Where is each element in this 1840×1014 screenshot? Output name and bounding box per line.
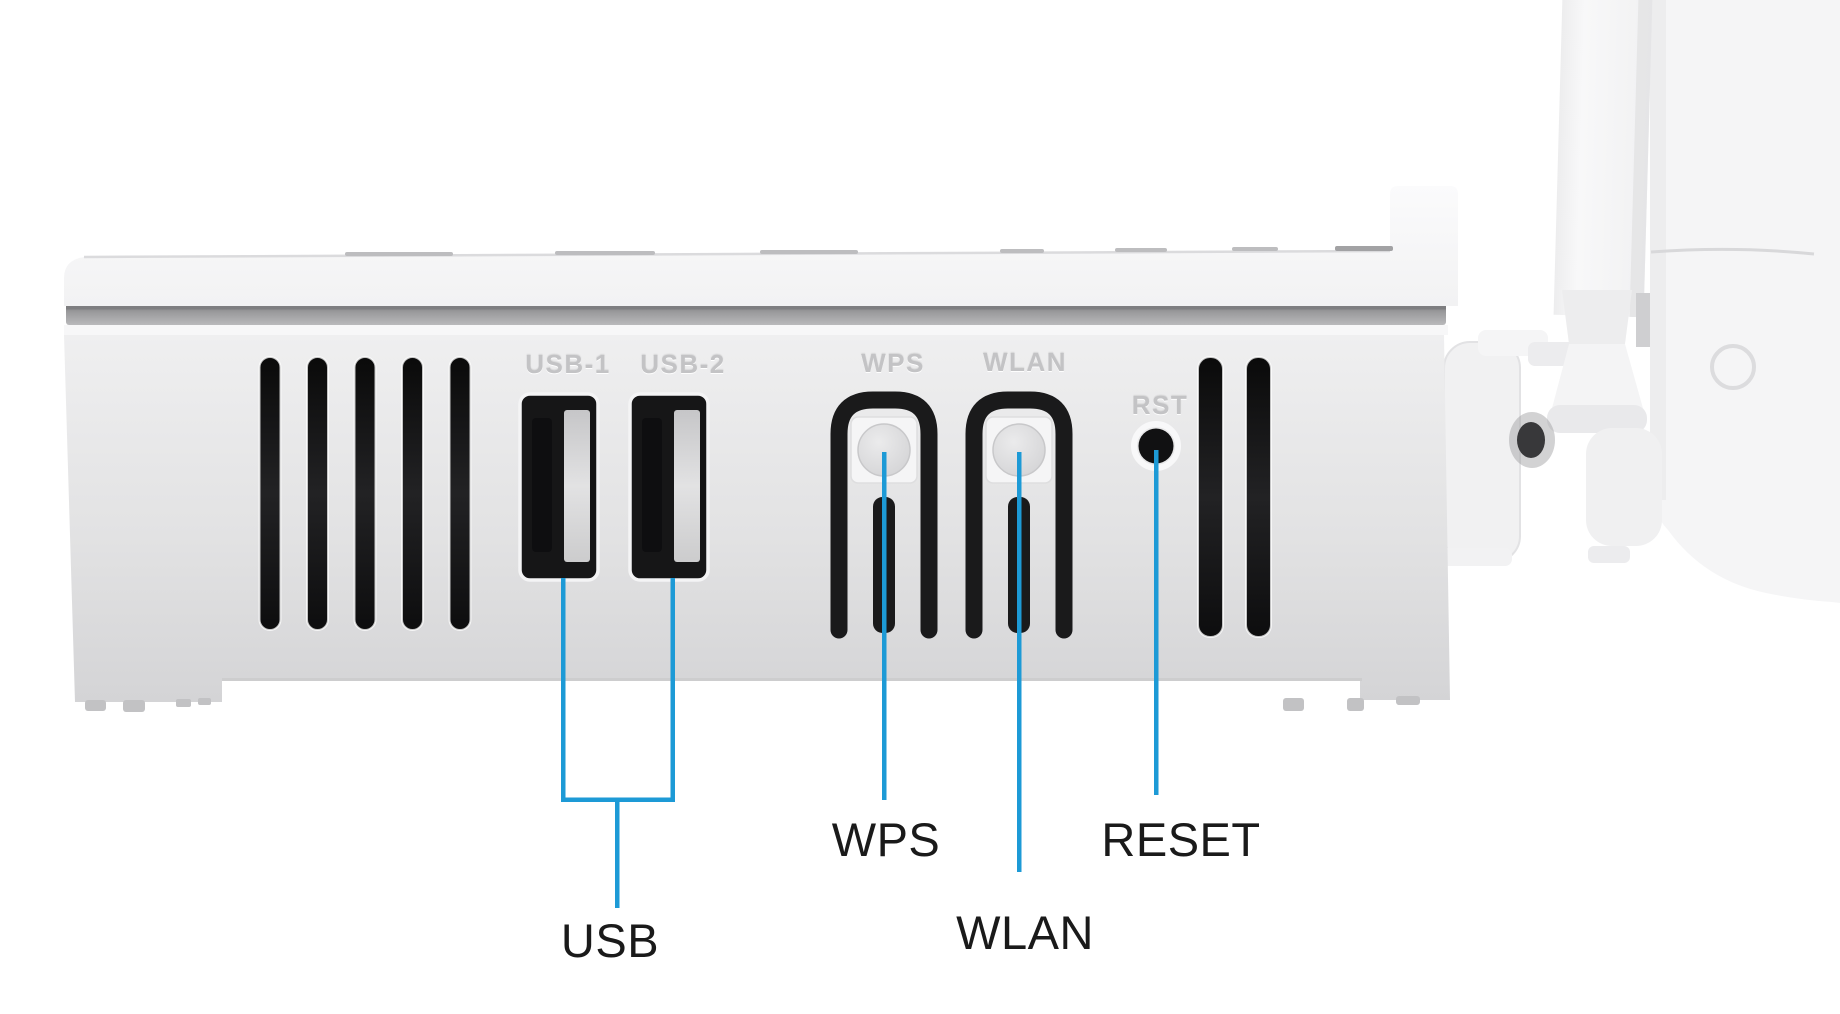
- printed-label-usb2: USB-2: [640, 349, 726, 379]
- callout-label-wps: WPS: [831, 813, 941, 866]
- usb-port-2: [628, 392, 710, 582]
- printed-label-wps: WPS: [861, 348, 925, 378]
- antenna-far-ring: [1710, 344, 1756, 390]
- callout-label-wlan: WLAN: [956, 906, 1094, 959]
- antenna-far: [1650, 0, 1840, 603]
- wlan-callout-line: [1017, 452, 1022, 872]
- callout-label-reset: RESET: [1101, 813, 1261, 866]
- printed-label-wlan: WLAN: [983, 347, 1067, 377]
- antenna-hinge: [1440, 290, 1662, 566]
- usb-callout-stem: [615, 800, 620, 908]
- antenna-far-shading: [1650, 0, 1666, 500]
- top-vent-marks: [345, 246, 1393, 256]
- antenna-gap-shadow: [1636, 293, 1650, 347]
- groove-ridge: [64, 325, 1448, 335]
- callout-lines: [561, 450, 1159, 908]
- top-panel: [64, 186, 1458, 306]
- right-vent-grille: [1197, 356, 1272, 638]
- feet: [85, 696, 1420, 712]
- usb-callout-bracket: [561, 797, 675, 802]
- reset-callout-line: [1154, 450, 1159, 795]
- hinge-pin-gap: [1517, 422, 1545, 458]
- printed-label-usb1: USB-1: [525, 349, 611, 379]
- usb-port-1-tab: [564, 410, 590, 562]
- left-vent-grille: [258, 356, 472, 631]
- callout-label-usb: USB: [560, 914, 660, 967]
- printed-label-reset: RST: [1131, 390, 1189, 420]
- top-groove: [64, 306, 1448, 335]
- usb-port-2-tab: [674, 410, 700, 562]
- usb-port-1: [518, 392, 600, 582]
- antenna-far-seam: [1650, 247, 1815, 256]
- antenna-near: [1553, 0, 1654, 318]
- usb2-callout-line: [670, 578, 675, 800]
- usb1-callout-line: [561, 578, 566, 800]
- wps-button: [830, 391, 938, 639]
- top-edge: [83, 249, 1391, 259]
- wps-callout-line: [882, 452, 887, 800]
